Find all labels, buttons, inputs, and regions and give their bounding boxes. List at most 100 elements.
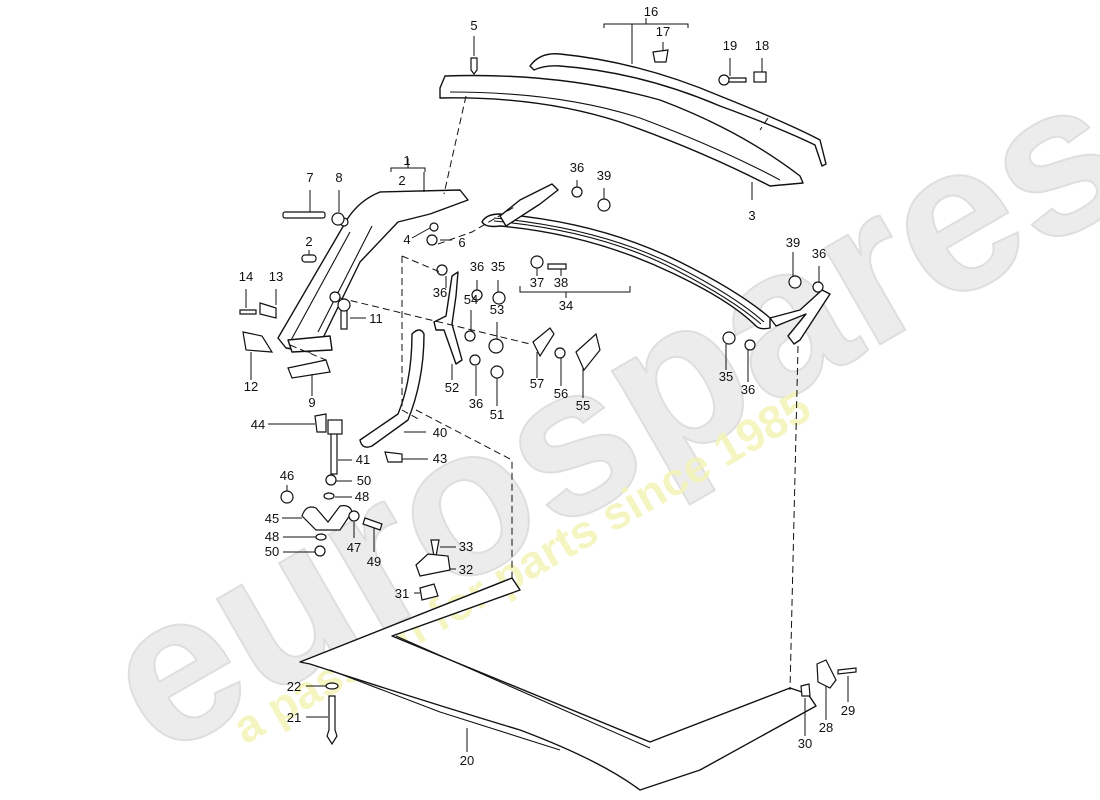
callout-13[interactable]: 13: [269, 269, 283, 284]
callout-43[interactable]: 43: [433, 451, 447, 466]
callout-17[interactable]: 17: [656, 24, 670, 39]
part-9-shim: [287, 359, 331, 379]
callout-21[interactable]: 21: [287, 710, 301, 725]
part-34-rear-bow[interactable]: [481, 183, 831, 345]
callout-7[interactable]: 7: [306, 170, 313, 185]
callout-50[interactable]: 50: [265, 544, 279, 559]
callout-32[interactable]: 32: [459, 562, 473, 577]
part-44-clip: [314, 413, 327, 433]
callout-41[interactable]: 41: [356, 452, 370, 467]
callout-20[interactable]: 20: [460, 753, 474, 768]
callout-56[interactable]: 56: [554, 386, 568, 401]
callout-12[interactable]: 12: [244, 379, 258, 394]
callout-16[interactable]: 16: [644, 4, 658, 19]
callout-35[interactable]: 35: [491, 259, 505, 274]
part-46-nut: [280, 490, 294, 504]
part-4-washer: [429, 222, 439, 232]
part-38-screw: [547, 263, 567, 270]
callout-39[interactable]: 39: [786, 235, 800, 250]
callout-1[interactable]: 1: [403, 153, 410, 168]
callout-8[interactable]: 8: [335, 170, 342, 185]
callout-11[interactable]: 11: [369, 311, 383, 326]
part-54-washer: [464, 330, 476, 342]
callout-40[interactable]: 40: [433, 425, 447, 440]
callout-54[interactable]: 54: [464, 292, 478, 307]
part-36-washer: [812, 281, 824, 293]
callout-36[interactable]: 36: [741, 382, 755, 397]
callout-36[interactable]: 36: [570, 160, 584, 175]
callout-37[interactable]: 37: [530, 275, 544, 290]
callout-22[interactable]: 22: [287, 679, 301, 694]
callout-45[interactable]: 45: [265, 511, 279, 526]
part-8-nut: [331, 212, 345, 226]
callout-6[interactable]: 6: [458, 235, 465, 250]
callout-5[interactable]: 5: [470, 18, 477, 33]
part-1-side-frame[interactable]: [277, 189, 469, 353]
callout-19[interactable]: 19: [723, 38, 737, 53]
part-56-screw: [554, 347, 566, 359]
part-52-lever[interactable]: [433, 271, 463, 365]
part-51-bolt: [490, 365, 504, 379]
callout-30[interactable]: 30: [798, 736, 812, 751]
callout-2[interactable]: 2: [305, 234, 312, 249]
part-28-bracket: [816, 659, 837, 689]
part-36-washer: [469, 354, 481, 366]
callout-36[interactable]: 36: [470, 259, 484, 274]
callout-44[interactable]: 44: [251, 417, 265, 432]
part-50-nut: [325, 474, 337, 486]
callout-29[interactable]: 29: [841, 703, 855, 718]
watermark: eurospares a passion for parts since 198…: [64, 28, 1100, 800]
callout-53[interactable]: 53: [490, 302, 504, 317]
callout-34[interactable]: 34: [559, 298, 573, 313]
part-30-clip: [800, 683, 811, 697]
callout-52[interactable]: 52: [445, 380, 459, 395]
callout-48[interactable]: 48: [355, 489, 369, 504]
callout-9[interactable]: 9: [308, 395, 315, 410]
part-39-bolt: [788, 275, 802, 289]
callout-18[interactable]: 18: [755, 38, 769, 53]
part-40-link-arm[interactable]: [359, 329, 425, 448]
part-36-washer: [744, 339, 756, 351]
part-35-bolt: [722, 331, 736, 345]
leader-lines: [245, 18, 849, 752]
callout-48[interactable]: 48: [265, 529, 279, 544]
part-55-cover: [575, 332, 601, 372]
callout-55[interactable]: 55: [576, 398, 590, 413]
callout-31[interactable]: 31: [395, 586, 409, 601]
callout-35[interactable]: 35: [719, 369, 733, 384]
part-43-pin: [384, 451, 403, 463]
callout-36[interactable]: 36: [812, 246, 826, 261]
part-32-bracket: [415, 553, 451, 577]
callout-50[interactable]: 50: [357, 473, 371, 488]
callout-36[interactable]: 36: [469, 396, 483, 411]
callout-33[interactable]: 33: [459, 539, 473, 554]
callout-28[interactable]: 28: [819, 720, 833, 735]
part-16-trim-strip[interactable]: [529, 53, 827, 167]
callout-2[interactable]: 2: [398, 173, 405, 188]
part-41-bolt: [330, 429, 338, 475]
callout-57[interactable]: 57: [530, 376, 544, 391]
part-3-roof-panel[interactable]: [439, 74, 804, 187]
callout-14[interactable]: 14: [239, 269, 253, 284]
callout-51[interactable]: 51: [490, 407, 504, 422]
part-48-washer: [315, 533, 327, 541]
part-49-bolt: [362, 517, 383, 531]
part-57-clip: [532, 327, 555, 358]
part-29-screw: [837, 667, 857, 675]
callout-3[interactable]: 3: [748, 208, 755, 223]
callout-39[interactable]: 39: [597, 168, 611, 183]
callout-36[interactable]: 36: [433, 285, 447, 300]
part-39-bolt: [597, 198, 611, 212]
assembly-lines: [289, 95, 799, 691]
callout-46[interactable]: 46: [280, 468, 294, 483]
part-36-washer: [436, 264, 448, 276]
callout-labels: 1 2 2 3 4 5 6 7 8 9 11 12 13 14 16 17 18…: [239, 4, 855, 768]
part-50-nut: [314, 545, 326, 557]
callout-47[interactable]: 47: [347, 540, 361, 555]
callout-49[interactable]: 49: [367, 554, 381, 569]
part-36-washer: [571, 186, 583, 198]
part-20-lower-panel[interactable]: [299, 577, 817, 791]
callout-4[interactable]: 4: [403, 232, 410, 247]
callout-38[interactable]: 38: [554, 275, 568, 290]
